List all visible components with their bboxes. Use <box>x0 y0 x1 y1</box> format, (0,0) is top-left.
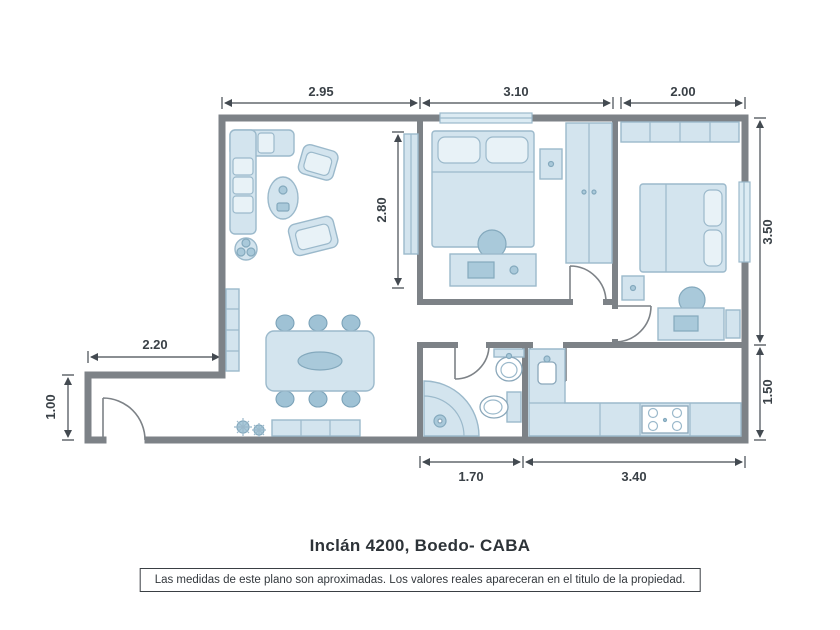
bedroom-2 <box>620 121 741 341</box>
dim-label: 2.80 <box>374 197 389 222</box>
dimension-top-bedroom2: 2.00 <box>620 84 746 109</box>
dimension-right-upper: 3.50 <box>754 117 775 346</box>
tall-cabinet <box>403 133 419 255</box>
disclaimer-note: Las medidas de este plano son aproximada… <box>139 568 701 592</box>
dim-label: 2.20 <box>142 337 167 352</box>
entry-door <box>102 397 146 441</box>
wardrobe <box>565 122 613 264</box>
sideboard <box>271 419 361 437</box>
bed <box>639 183 727 273</box>
interior-walls <box>417 115 748 443</box>
dimension-right-lower: 1.50 <box>754 347 775 441</box>
dimension-entry-height: 1.00 <box>43 374 74 441</box>
bookshelf <box>225 288 240 372</box>
dimension-bottom-bathroom: 1.70 <box>419 456 524 484</box>
bedroom2-window <box>738 181 751 263</box>
bedroom-1 <box>431 122 613 287</box>
floor-plant <box>252 423 266 437</box>
closet <box>620 121 740 143</box>
dimension-bottom-kitchen: 3.40 <box>525 456 746 484</box>
plant <box>234 237 258 261</box>
desk <box>657 307 725 341</box>
bed <box>431 130 535 248</box>
nightstand <box>621 275 645 301</box>
dim-label: 1.70 <box>458 469 483 484</box>
page-title: Inclán 4200, Boedo- CABA <box>309 536 531 555</box>
bathroom <box>423 348 525 437</box>
sink <box>493 348 525 382</box>
dim-label: 2.00 <box>670 84 695 99</box>
dimension-entry-width: 2.20 <box>87 337 223 363</box>
bedroom1-window <box>439 112 533 124</box>
bedroom2-door <box>614 305 652 343</box>
dim-label: 3.50 <box>760 219 775 244</box>
dimension-bedroom1-interior: 2.80 <box>374 131 404 289</box>
nightstand <box>539 148 563 180</box>
kitchen-sink <box>537 355 557 385</box>
dim-label: 3.10 <box>503 84 528 99</box>
living-room <box>225 129 419 437</box>
corner-sofa <box>229 129 295 235</box>
dim-label: 3.40 <box>621 469 646 484</box>
desk <box>449 253 537 287</box>
bedroom1-door <box>569 265 607 303</box>
armchair <box>297 143 339 181</box>
floor-plan-canvas: 2.95 3.10 2.00 3.50 1.50 2.20 <box>43 84 775 484</box>
windows <box>439 112 751 263</box>
shower <box>423 380 480 437</box>
loveseat <box>287 215 339 257</box>
dim-label: 1.50 <box>760 379 775 404</box>
side-table <box>725 309 741 339</box>
coffee-table <box>267 176 299 220</box>
floor-plan: 2.95 3.10 2.00 3.50 1.50 2.20 <box>43 84 775 484</box>
dim-label: 2.95 <box>308 84 333 99</box>
kitchen <box>528 348 742 437</box>
kitchen-counter <box>528 348 742 437</box>
toilet <box>479 391 522 423</box>
stove <box>641 405 689 434</box>
dining-table <box>265 314 375 408</box>
dim-label: 1.00 <box>43 394 58 419</box>
dimension-top-living: 2.95 <box>221 84 421 109</box>
dimension-top-bedroom1: 3.10 <box>422 84 614 109</box>
floor-plant <box>234 418 252 436</box>
bathroom-door <box>454 344 490 380</box>
